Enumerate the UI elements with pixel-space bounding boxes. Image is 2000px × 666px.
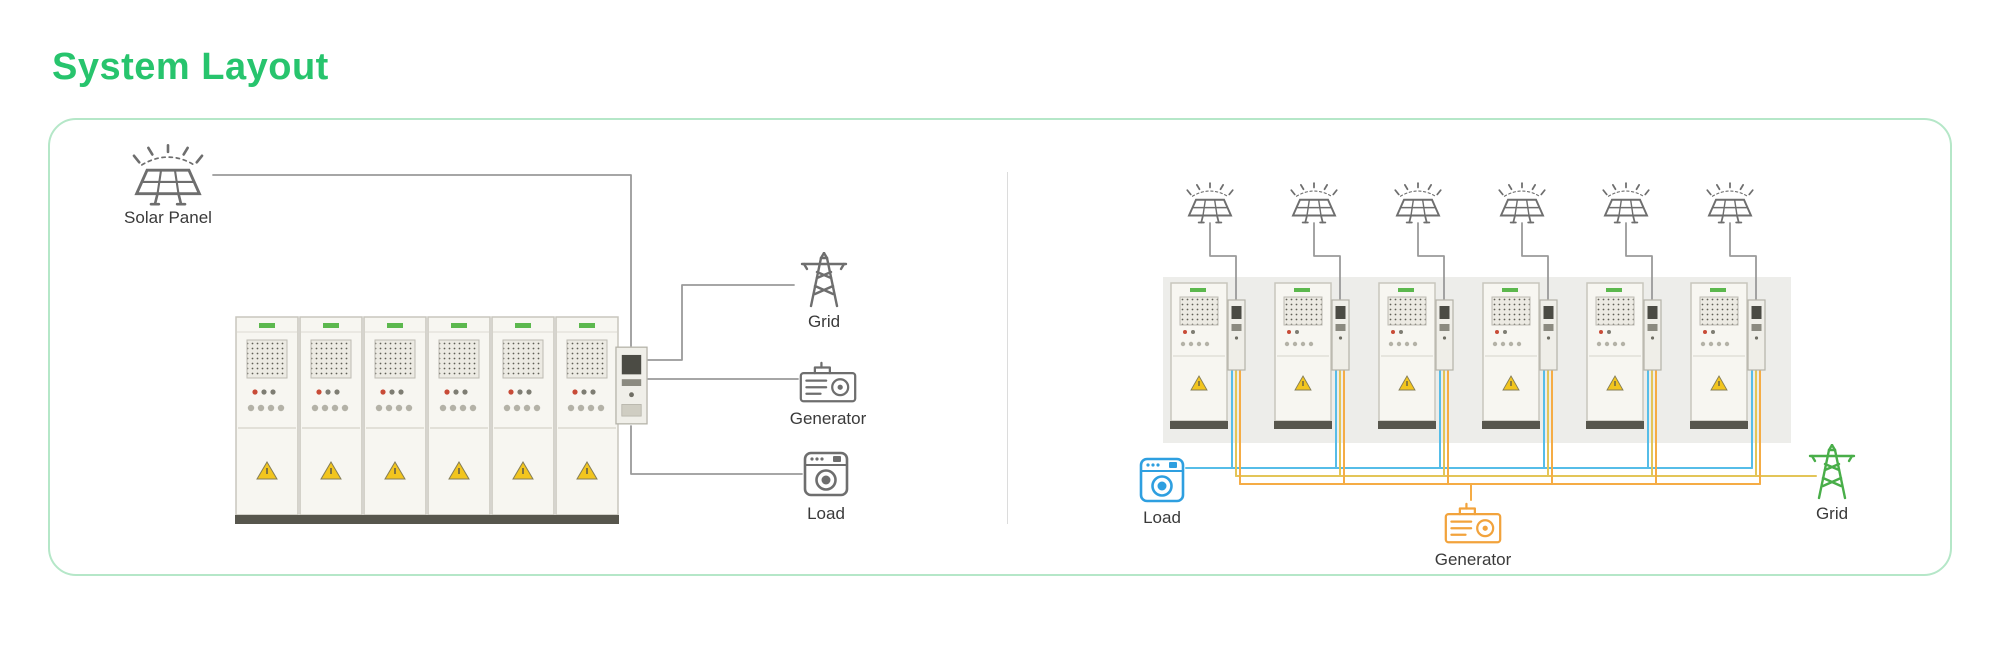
battery-cabinet [1378, 282, 1454, 436]
solar-panel-icon [1598, 182, 1654, 228]
generator-label: Generator [1434, 550, 1512, 569]
solar-panel-icon [1286, 182, 1342, 228]
battery-cabinet [235, 316, 299, 528]
battery-cabinet [1482, 282, 1558, 436]
battery-cabinet [491, 316, 555, 528]
battery-cabinet [1170, 282, 1246, 436]
solar-panel-icon [1182, 182, 1238, 228]
battery-cabinet [299, 316, 363, 528]
load-label: Load [1143, 508, 1181, 527]
battery-cabinet [1690, 282, 1766, 436]
generator-label: Generator [789, 409, 867, 428]
solar-panel-label: Solar Panel [124, 208, 212, 227]
panel-divider [1007, 172, 1008, 524]
cabinet-row-backdrop [1163, 277, 1791, 443]
battery-cabinet [363, 316, 427, 528]
solar-panel-icon [1702, 182, 1758, 228]
grid-tower-icon [1802, 444, 1862, 500]
grid-tower-icon [794, 252, 854, 308]
system-layout-panel: Solar Panel Grid Generator Load [48, 118, 1952, 576]
battery-cabinet [1586, 282, 1662, 436]
load-icon [1138, 456, 1186, 504]
solar-panel-icon [126, 144, 210, 212]
solar-panel-icon [1390, 182, 1446, 228]
generator-icon [1443, 501, 1503, 546]
grid-label: Grid [1815, 504, 1849, 523]
generator-icon [798, 360, 858, 405]
page-title: System Layout [52, 46, 329, 88]
solar-panel-icon [1494, 182, 1550, 228]
grid-label: Grid [807, 312, 841, 331]
battery-cabinet [1274, 282, 1350, 436]
load-icon [802, 450, 850, 498]
battery-cabinet [555, 316, 619, 528]
battery-cabinet [427, 316, 491, 528]
load-label: Load [807, 504, 845, 523]
connection-box-icon [615, 346, 648, 426]
